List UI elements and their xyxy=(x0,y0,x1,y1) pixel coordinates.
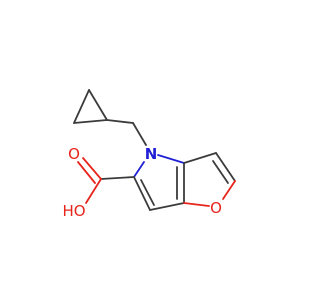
molecule-structure-diagram: N O O HO xyxy=(62,89,236,220)
atom-furan-oxygen: O xyxy=(210,199,222,217)
bond-c-o-double-1 xyxy=(82,157,102,180)
bond-c3a-c3 xyxy=(183,152,217,164)
bond-c5-cooh xyxy=(100,176,135,180)
pyrrole-ring xyxy=(133,154,185,211)
bond-cp-ch2 xyxy=(106,119,134,124)
bond-c3a-n xyxy=(157,154,185,164)
cyclopropyl-ring xyxy=(73,89,108,124)
atom-hydroxyl: HO xyxy=(62,202,85,220)
bond-n-c5 xyxy=(133,161,145,178)
bond-cp-2 xyxy=(88,89,108,121)
carboxylic-acid-group xyxy=(77,157,135,204)
bond-c6-c6a xyxy=(149,202,185,211)
bond-o-c6a xyxy=(183,202,210,207)
bond-c3-c2 xyxy=(215,152,236,182)
bond-c-o-double-2 xyxy=(77,161,96,184)
bond-c2-o xyxy=(222,180,236,200)
bond-c5-c6 xyxy=(133,176,151,211)
atom-carbonyl-oxygen: O xyxy=(68,145,80,163)
bond-cp-1 xyxy=(73,89,90,124)
bond-c3-c2-inner xyxy=(212,160,229,184)
bond-cp-3 xyxy=(73,119,108,124)
bond-c-oh xyxy=(85,178,102,204)
bond-c5-c6-inner xyxy=(140,179,155,206)
furan-ring xyxy=(183,152,236,207)
bond-ch2-n xyxy=(132,122,147,146)
atom-nitrogen: N xyxy=(145,145,158,163)
